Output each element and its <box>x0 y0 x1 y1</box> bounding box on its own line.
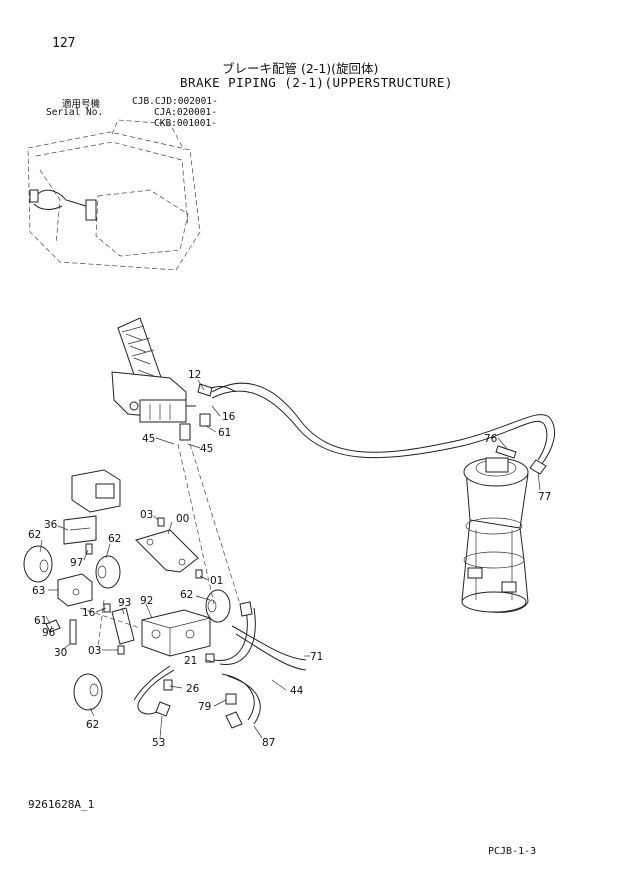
brake-pedal-valve <box>111 317 196 441</box>
page-title-jp: ブレーキ配管 (2-1)(旋回体) <box>222 61 379 76</box>
page-code: PCJB-1-3 <box>488 846 537 857</box>
fittings <box>85 517 215 663</box>
callout-79: 79 <box>198 701 211 713</box>
callout-77: 77 <box>538 491 551 503</box>
bracket <box>135 529 199 573</box>
callout-62: 62 <box>180 589 193 601</box>
page-number: 127 <box>52 36 76 51</box>
callout-96: 96 <box>42 627 56 639</box>
callout-21: 21 <box>184 655 197 667</box>
pilot-hoses <box>197 382 555 475</box>
page-title-en: BRAKE PIPING (2-1)(UPPERSTRUCTURE) <box>180 75 453 90</box>
callout-45: 45 <box>200 443 213 455</box>
callout-92: 92 <box>140 595 153 607</box>
callout-53: 53 <box>152 737 165 749</box>
callout-93: 93 <box>118 597 131 609</box>
brake-valve-block <box>111 607 211 657</box>
callout-01: 01 <box>210 575 223 587</box>
drawing-number: 9261628A_1 <box>28 798 95 811</box>
callout-12: 12 <box>188 369 201 381</box>
callouts: 12 16 61 45 45 76 77 03 00 36 62 62 97 0… <box>28 369 551 749</box>
leader-lines <box>39 379 541 739</box>
callout-44: 44 <box>290 685 304 697</box>
callout-45: 45 <box>142 433 155 445</box>
callout-36: 36 <box>44 519 58 531</box>
reference-lines <box>79 443 241 649</box>
callout-61: 61 <box>218 427 231 439</box>
callout-63: 63 <box>32 585 45 597</box>
callout-71: 71 <box>310 651 323 663</box>
serial-range: CKB:001001- <box>154 118 217 129</box>
callout-62: 62 <box>108 533 121 545</box>
serial-range: CJB.CJD:002001- <box>132 96 218 107</box>
callout-16: 16 <box>222 411 236 423</box>
serial-range: CJA:020001- <box>154 107 217 118</box>
callout-97: 97 <box>70 557 83 569</box>
block-hoses <box>133 601 307 729</box>
callout-61: 61 <box>34 615 47 627</box>
callout-30: 30 <box>54 647 67 659</box>
callout-62: 62 <box>28 529 41 541</box>
callout-76: 76 <box>484 433 498 445</box>
callout-87: 87 <box>262 737 275 749</box>
machine-overview-sketch <box>27 119 201 271</box>
swing-motor <box>461 457 529 613</box>
callout-00: 00 <box>176 513 189 525</box>
valve-block-upper <box>63 469 121 545</box>
serial-label-jp: 適用号機 <box>62 99 101 110</box>
callout-62: 62 <box>86 719 99 731</box>
callout-16: 16 <box>82 607 96 619</box>
dust-caps <box>23 545 231 711</box>
serial-label-en: Serial No. <box>46 107 104 118</box>
callout-03: 03 <box>88 645 101 657</box>
callout-26: 26 <box>186 683 200 695</box>
callout-03: 03 <box>140 509 153 521</box>
